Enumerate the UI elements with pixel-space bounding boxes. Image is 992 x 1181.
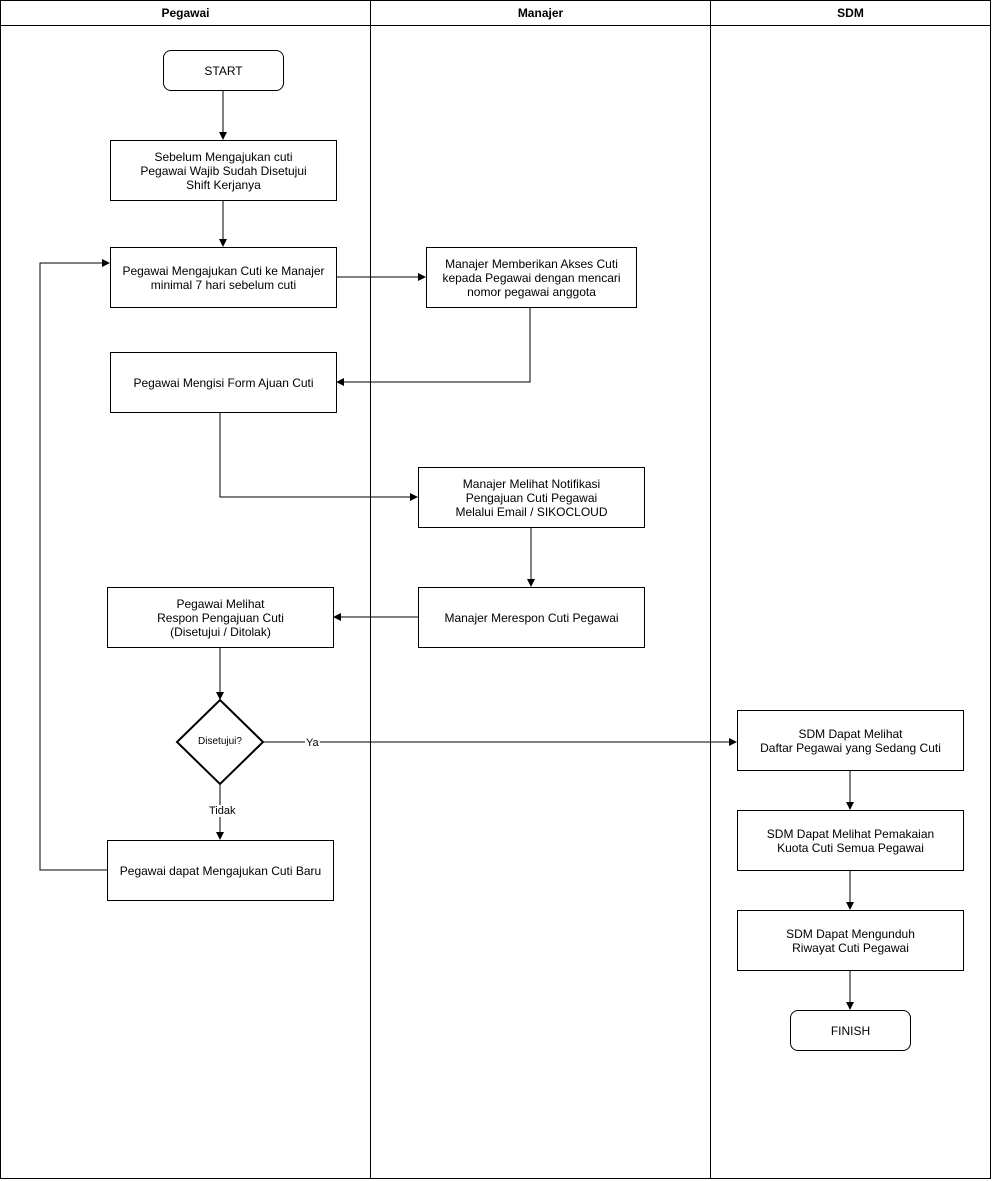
finish-node: FINISH xyxy=(790,1010,911,1051)
notification-step: Manajer Melihat Notifikasi Pengajuan Cut… xyxy=(418,467,645,528)
submit-step: Pegawai Mengajukan Cuti ke Manajer minim… xyxy=(110,247,337,308)
decision-label: Disetujui? xyxy=(198,736,242,747)
lane-header-manajer: Manajer xyxy=(371,1,710,26)
lane-header-sdm: SDM xyxy=(711,1,990,26)
sdm-quota-step: SDM Dapat Melihat Pemakaian Kuota Cuti S… xyxy=(737,810,964,871)
respond-step: Manajer Merespon Cuti Pegawai xyxy=(418,587,645,648)
start-node: START xyxy=(163,50,284,91)
yes-label: Ya xyxy=(305,737,320,749)
edge-form-notification xyxy=(219,412,418,501)
prereq-step: Sebelum Mengajukan cuti Pegawai Wajib Su… xyxy=(110,140,337,201)
fill-form-step: Pegawai Mengisi Form Ajuan Cuti xyxy=(110,352,337,413)
sdm-list-step: SDM Dapat Melihat Daftar Pegawai yang Se… xyxy=(737,710,964,771)
decision-diamond xyxy=(175,698,265,786)
lane-header-pegawai: Pegawai xyxy=(1,1,370,26)
edge-loop-back xyxy=(39,259,110,871)
view-response-step: Pegawai Melihat Respon Pengajuan Cuti (D… xyxy=(107,587,334,648)
edge-access-form xyxy=(336,307,531,386)
grant-access-step: Manajer Memberikan Akses Cuti kepada Peg… xyxy=(426,247,637,308)
lane-sdm: SDM xyxy=(710,0,991,1179)
new-request-step: Pegawai dapat Mengajukan Cuti Baru xyxy=(107,840,334,901)
no-label: Tidak xyxy=(208,805,237,817)
sdm-download-step: SDM Dapat Mengunduh Riwayat Cuti Pegawai xyxy=(737,910,964,971)
